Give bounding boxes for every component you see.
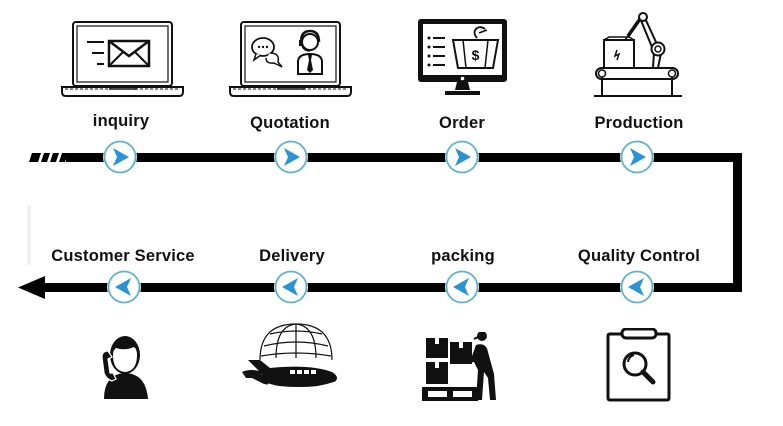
svg-text:$: $ xyxy=(472,47,480,63)
image-edge-artifact xyxy=(27,205,31,265)
arrow-node-quotation xyxy=(272,139,310,175)
arrow-node-production xyxy=(618,139,656,175)
bottom-flow-line xyxy=(40,283,742,292)
person-phone-icon xyxy=(88,327,158,403)
right-connector-line xyxy=(733,153,742,292)
flow-start-dashes xyxy=(29,153,68,162)
robot-arm-conveyor-icon xyxy=(592,12,684,100)
step-label-quality-control: Quality Control xyxy=(577,247,701,265)
step-label-delivery: Delivery xyxy=(259,247,325,265)
worker-boxes-pallet-icon xyxy=(420,332,500,404)
monitor-shopping-basket-icon: $ xyxy=(415,16,510,100)
step-label-customer-service: Customer Service xyxy=(51,247,195,265)
laptop-support-chat-icon xyxy=(228,20,353,98)
clipboard-magnifier-icon xyxy=(605,328,673,404)
step-label-production: Production xyxy=(594,114,684,132)
step-label-order: Order xyxy=(439,114,485,132)
top-flow-line xyxy=(66,153,741,162)
laptop-mail-icon xyxy=(60,20,185,98)
end-arrowhead-icon xyxy=(18,276,45,299)
arrow-node-customer-service xyxy=(105,269,143,305)
arrow-node-quality-control xyxy=(618,269,656,305)
arrow-node-inquiry xyxy=(101,139,139,175)
arrow-node-packing xyxy=(443,269,481,305)
step-label-packing: packing xyxy=(431,247,495,265)
arrow-node-delivery xyxy=(272,269,310,305)
arrow-node-order xyxy=(443,139,481,175)
step-label-inquiry: inquiry xyxy=(92,112,150,130)
step-label-quotation: Quotation xyxy=(250,114,330,132)
airplane-globe-icon xyxy=(240,322,346,394)
